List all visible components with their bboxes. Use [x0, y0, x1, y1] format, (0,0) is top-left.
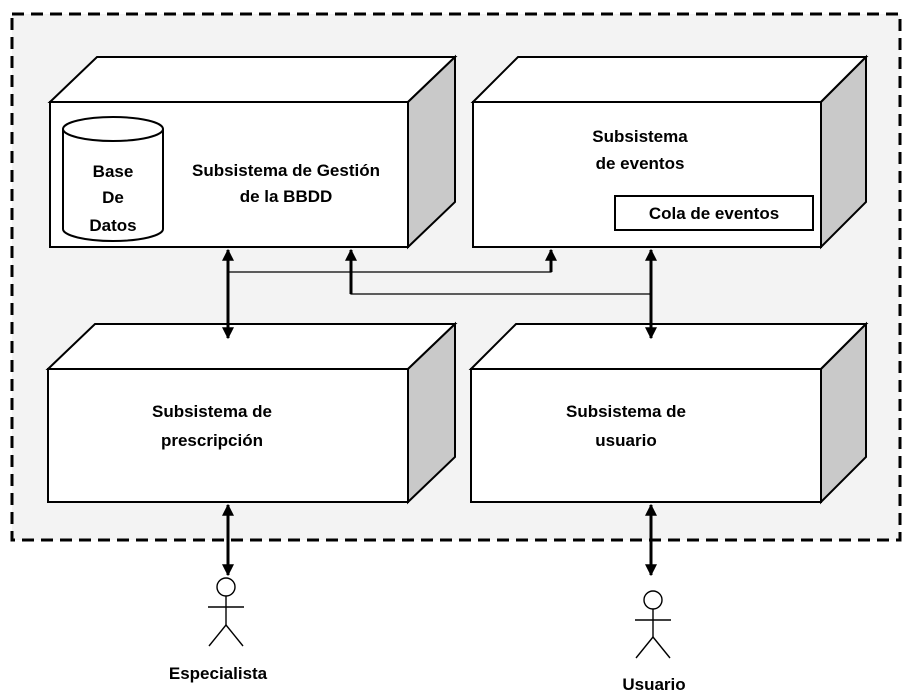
actor-especialista-icon [208, 577, 244, 647]
actor-usuario-label: Usuario [622, 675, 685, 692]
box-usuario-top [468, 323, 869, 370]
database-label-line3: Datos [89, 216, 136, 235]
database-top [62, 116, 164, 142]
box-prescripcion-face [47, 368, 409, 503]
box-usuario-face [470, 368, 822, 503]
box-bbdd-title-line1: Subsistema de Gestión [192, 161, 380, 180]
database-label-line2: De [102, 188, 124, 207]
actor-usuario-icon [635, 590, 671, 659]
box-eventos-title-line2: de eventos [596, 154, 685, 173]
box-prescripcion-title-line2: prescripción [161, 431, 263, 450]
box-eventos-title-line1: Subsistema [592, 127, 688, 146]
box-eventos-top [470, 56, 869, 103]
box-bbdd-top [47, 56, 458, 103]
box-usuario-title-line1: Subsistema de [566, 402, 686, 421]
box-prescripcion [45, 321, 458, 505]
queue-box [614, 195, 814, 231]
database-cylinder: Base De Datos [62, 116, 164, 242]
box-bbdd-title-line2: de la BBDD [240, 187, 333, 206]
queue-label: Cola de eventos [649, 204, 779, 223]
actor-especialista-label: Especialista [169, 664, 268, 683]
box-prescripcion-top [45, 323, 458, 370]
box-prescripcion-title-line1: Subsistema de [152, 402, 272, 421]
box-usuario-title-line2: usuario [595, 431, 656, 450]
database-body [62, 129, 164, 242]
box-usuario [468, 321, 869, 505]
database-label-line1: Base [93, 162, 134, 181]
